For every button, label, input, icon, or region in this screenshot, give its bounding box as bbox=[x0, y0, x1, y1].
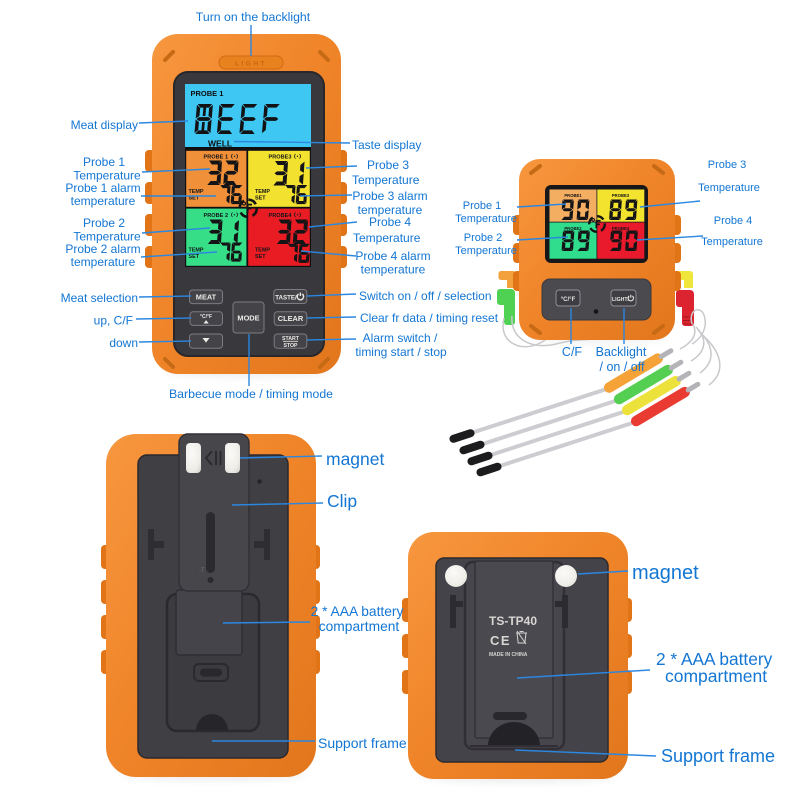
svg-text:Clip: Clip bbox=[327, 491, 357, 511]
svg-text:down: down bbox=[109, 336, 138, 350]
svg-text:TASTE/: TASTE/ bbox=[275, 294, 297, 301]
svg-text:Clear fr data / timing reset: Clear fr data / timing reset bbox=[360, 311, 499, 325]
svg-text:PROBE4: PROBE4 bbox=[269, 213, 293, 219]
svg-text:MEAT: MEAT bbox=[196, 293, 217, 302]
svg-text:START: START bbox=[282, 336, 300, 342]
svg-text:C/F: C/F bbox=[562, 345, 583, 359]
svg-text:MADE IN CHINA: MADE IN CHINA bbox=[489, 652, 528, 658]
svg-text:TEMP: TEMP bbox=[189, 189, 204, 195]
svg-text:Support frame: Support frame bbox=[318, 735, 407, 751]
svg-text:Probe 2 alarm: Probe 2 alarm bbox=[65, 242, 140, 256]
svg-text:Probe 1: Probe 1 bbox=[83, 155, 125, 169]
svg-text:TEMP: TEMP bbox=[255, 189, 270, 195]
svg-text:LIGHT: LIGHT bbox=[235, 61, 267, 68]
svg-text:Probe 2: Probe 2 bbox=[83, 216, 125, 230]
svg-text:TEMP: TEMP bbox=[189, 248, 204, 254]
svg-text:PROBE1: PROBE1 bbox=[564, 193, 582, 198]
svg-text:LIGHT/: LIGHT/ bbox=[612, 297, 630, 303]
svg-text:Probe 3: Probe 3 bbox=[708, 159, 747, 171]
svg-text:Meat display: Meat display bbox=[71, 118, 138, 132]
svg-text:Probe 3: Probe 3 bbox=[367, 158, 409, 172]
svg-text:/ on / off: / on / off bbox=[600, 360, 645, 374]
svg-text:SET: SET bbox=[189, 196, 200, 202]
svg-text:Temperature: Temperature bbox=[73, 169, 141, 183]
svg-text:PROBE4: PROBE4 bbox=[612, 226, 630, 231]
svg-text:TS-TP40: TS-TP40 bbox=[489, 614, 537, 628]
svg-text:PROBE3: PROBE3 bbox=[612, 193, 630, 198]
svg-text:Barbecue mode / timing mode: Barbecue mode / timing mode bbox=[169, 387, 333, 401]
svg-text:PROBE2: PROBE2 bbox=[564, 226, 582, 231]
svg-text:Support frame: Support frame bbox=[661, 746, 775, 766]
svg-text:Temperature: Temperature bbox=[352, 173, 420, 187]
svg-text:Switch on / off / selection: Switch on / off / selection bbox=[359, 289, 492, 303]
svg-text:PROBE 2: PROBE 2 bbox=[204, 213, 229, 219]
svg-text:temperature: temperature bbox=[361, 263, 426, 277]
svg-text:Probe 1 alarm: Probe 1 alarm bbox=[65, 181, 140, 195]
svg-text:STOP: STOP bbox=[283, 343, 298, 349]
svg-text:TEMP: TEMP bbox=[255, 248, 270, 254]
svg-text:Temperature: Temperature bbox=[455, 213, 517, 225]
svg-text:Temperature: Temperature bbox=[701, 236, 763, 248]
svg-text:Probe 4: Probe 4 bbox=[369, 215, 411, 229]
svg-text:Probe 2: Probe 2 bbox=[464, 232, 503, 244]
svg-text:WELL: WELL bbox=[208, 139, 232, 149]
svg-text:SET: SET bbox=[255, 254, 266, 260]
svg-text:Temperature: Temperature bbox=[698, 182, 760, 194]
svg-text:Alarm switch /: Alarm switch / bbox=[363, 331, 438, 345]
svg-text:Meat selection: Meat selection bbox=[61, 291, 138, 305]
svg-text:Temperature: Temperature bbox=[73, 230, 141, 244]
svg-text:SET: SET bbox=[255, 196, 266, 202]
svg-text:°C/°F: °C/°F bbox=[200, 314, 212, 320]
svg-text:SET: SET bbox=[189, 254, 200, 260]
svg-text:up, C/F: up, C/F bbox=[94, 314, 133, 328]
svg-text:timing start / stop: timing start / stop bbox=[355, 345, 447, 359]
svg-text:CE: CE bbox=[490, 633, 511, 648]
svg-text:Temperature: Temperature bbox=[353, 231, 421, 245]
svg-text:compartment: compartment bbox=[665, 666, 767, 686]
svg-text:temperature: temperature bbox=[358, 203, 423, 217]
svg-text:magnet: magnet bbox=[326, 449, 385, 469]
svg-text:Probe 3 alarm: Probe 3 alarm bbox=[352, 189, 427, 203]
svg-text:Taste display: Taste display bbox=[352, 138, 421, 152]
svg-text:Probe 1: Probe 1 bbox=[463, 200, 502, 212]
svg-text:temperature: temperature bbox=[71, 255, 136, 269]
svg-text:2 * AAA battery: 2 * AAA battery bbox=[311, 604, 404, 619]
svg-text:PROBE3: PROBE3 bbox=[269, 155, 292, 161]
svg-text:magnet: magnet bbox=[632, 562, 699, 584]
svg-text:Temperature: Temperature bbox=[455, 245, 517, 257]
svg-text:Probe 4 alarm: Probe 4 alarm bbox=[355, 249, 430, 263]
svg-text:°C/°F: °C/°F bbox=[561, 297, 576, 303]
svg-text:-T: -T bbox=[199, 568, 205, 574]
svg-text:Backlight: Backlight bbox=[596, 345, 647, 359]
svg-text:compartment: compartment bbox=[319, 619, 400, 634]
svg-text:2 * AAA battery: 2 * AAA battery bbox=[656, 649, 773, 669]
svg-text:MODE: MODE bbox=[237, 314, 259, 323]
svg-text:PROBE 1: PROBE 1 bbox=[191, 89, 224, 98]
svg-text:CLEAR: CLEAR bbox=[278, 314, 304, 323]
svg-text:PROBE 1: PROBE 1 bbox=[204, 155, 229, 161]
svg-text:Probe 4: Probe 4 bbox=[714, 215, 753, 227]
svg-text:Turn on the backlight: Turn on the backlight bbox=[196, 10, 311, 24]
svg-text:temperature: temperature bbox=[71, 194, 136, 208]
